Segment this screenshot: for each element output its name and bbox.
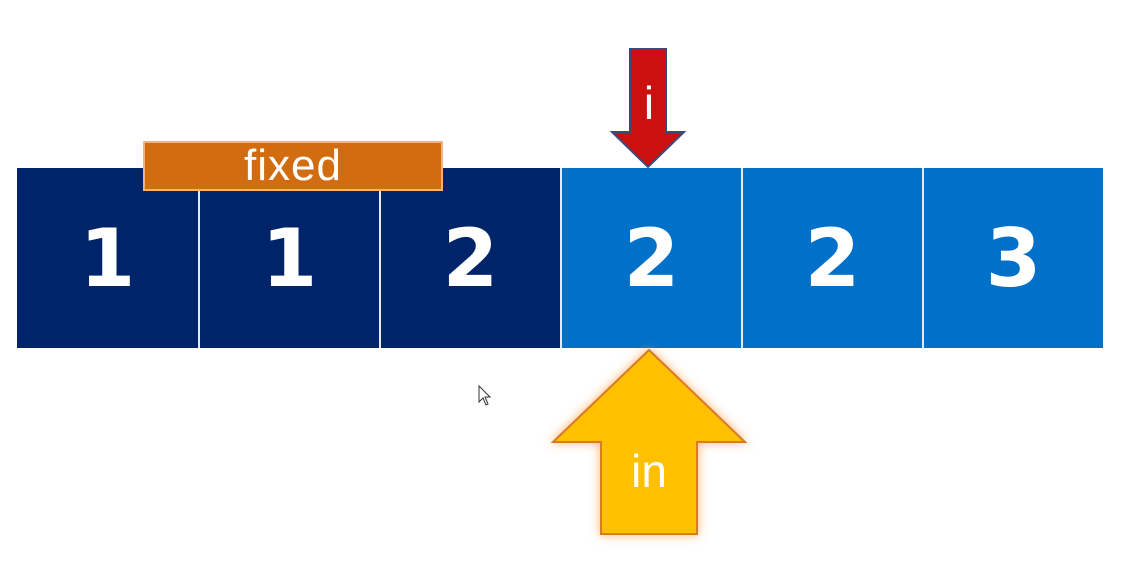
pointer-in-arrow-icon [550, 348, 748, 535]
fixed-label: fixed [143, 141, 443, 191]
array-cell-0: 1 [17, 168, 198, 348]
array-cell-4: 2 [741, 168, 922, 348]
mouse-cursor-icon [478, 385, 492, 406]
pointer-i-arrow-shape [609, 48, 687, 169]
cell-value: 1 [79, 211, 136, 305]
cell-value: 3 [985, 211, 1042, 305]
pointer-i-label: i [643, 77, 655, 129]
cell-value: 2 [804, 211, 861, 305]
array-cell-1: 1 [198, 168, 379, 348]
cell-value: 2 [623, 211, 680, 305]
pointer-i-arrow-icon [609, 48, 687, 169]
cell-value: 2 [442, 211, 499, 305]
pointer-in-label: in [631, 445, 667, 497]
array-cell-3: 2 [560, 168, 741, 348]
array-cell-2: 2 [379, 168, 560, 348]
cell-value: 1 [261, 211, 318, 305]
pointer-in-arrow-shape [550, 348, 748, 535]
array-cells: 1 1 2 2 2 3 [17, 168, 1103, 348]
array-cell-5: 3 [922, 168, 1103, 348]
